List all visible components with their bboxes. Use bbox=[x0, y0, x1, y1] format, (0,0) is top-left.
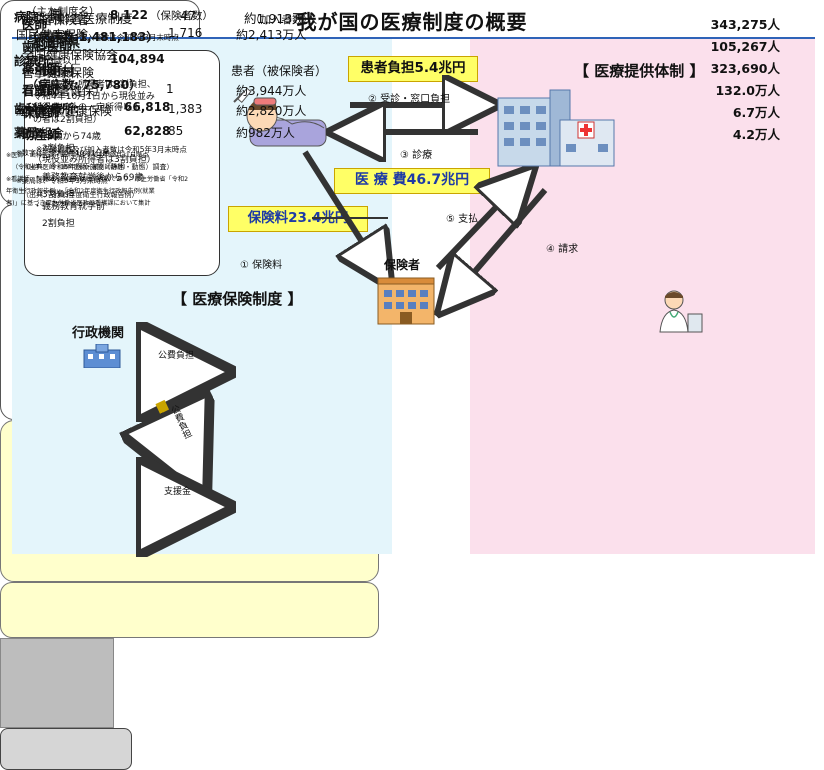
doctor-icon bbox=[659, 290, 703, 333]
gov-prefecture: 都道府県 bbox=[31, 36, 80, 50]
copay-line: （現役並み所得者は3割負担、 bbox=[33, 80, 156, 90]
copay-line: 1割負担 bbox=[33, 68, 75, 79]
claim-label: ④ 請求 bbox=[546, 244, 579, 255]
insurers-box: 各保険者 bbox=[0, 13, 132, 770]
hospital-value: 8,122 bbox=[110, 8, 148, 22]
plan-count: 1,383 bbox=[168, 102, 203, 116]
clinic-value: 104,894 bbox=[110, 52, 165, 66]
provider-section-title: 【 医療提供体制 】 bbox=[574, 62, 705, 80]
copay-line: 所得者以外の一定所得以上 bbox=[33, 103, 142, 113]
pharmacy-value: 62,828 bbox=[124, 124, 171, 138]
plans-header-count: （保険者数） bbox=[150, 10, 213, 22]
plan-members: 約982万人 bbox=[236, 126, 295, 140]
gov-box: 国 都道府県 市町村 bbox=[0, 8, 114, 728]
insurers-label: 各保険者 bbox=[40, 13, 89, 27]
copay-rates-box: ・75歳以上 1割負担（現役並み所得者は3割負担、令和4年10月1日から現役並み… bbox=[24, 50, 220, 276]
copay-line: 令和4年10月1日から現役並み bbox=[33, 91, 155, 102]
title-underline bbox=[12, 37, 815, 39]
clinic-beds: （病床数: 75,780） bbox=[26, 78, 142, 92]
plan-count: 1 bbox=[166, 82, 174, 96]
insurer-building-icon bbox=[377, 277, 435, 325]
staff-note: （令和4年 医師・歯科医師・薬剤師統計） bbox=[12, 164, 130, 171]
late-elderly-count: 47 bbox=[180, 8, 196, 23]
copay-line: ・義務教育就学後から69歳 bbox=[33, 172, 144, 183]
copay-line: 2割負担 bbox=[33, 143, 75, 154]
medical-cost-box: 医 療 費46.7兆円 bbox=[334, 168, 490, 194]
plans-note: ※保険者数及び加入者数は令和5年3月末時点 bbox=[36, 145, 187, 154]
late-elderly-members: 約1,913万人 bbox=[244, 11, 318, 26]
plan-name: 管掌健康保険 bbox=[22, 66, 95, 80]
plan-name: 共済組合 bbox=[16, 126, 65, 140]
copay-line: の者は2割負担） bbox=[33, 114, 102, 125]
staff-note: 年衛生行政報告例」、「令和2年度衛生行政報告例(就業 bbox=[6, 188, 155, 195]
page-title: 我が国の医療制度の概要 bbox=[296, 10, 528, 34]
insurer-label: 保険者 bbox=[384, 258, 421, 272]
staff-note: ※看護師・保健師・助産師は就業者数であり、厚生労働省「令和2 bbox=[6, 176, 189, 183]
staff-label: 薬剤師 bbox=[22, 61, 60, 76]
staff-label: 看護師 bbox=[22, 83, 60, 98]
provider-note: （出典：令和5年度衛生行政報告例） bbox=[22, 191, 139, 199]
plans-header-name: （主な制度名） bbox=[26, 6, 100, 18]
plan-members: 約2,413万人 bbox=[236, 28, 307, 42]
copay-line: ・義務教育就学前 bbox=[33, 201, 106, 212]
staff-label: 歯科医師 bbox=[22, 39, 73, 54]
claim-arrow bbox=[452, 188, 548, 298]
premium-flow-label: ① 保険料 bbox=[240, 260, 283, 271]
premium-arrow bbox=[302, 150, 380, 270]
treatment-label: ③ 診療 bbox=[400, 150, 433, 161]
dental-label: 歯科診療所: bbox=[14, 102, 79, 116]
plan-name: 全国健康保険協会 bbox=[22, 48, 119, 62]
staff-label: 助産師 bbox=[22, 127, 60, 142]
plan-name: 組合管掌健康保険 bbox=[16, 104, 113, 118]
staff-label: 医師 bbox=[22, 17, 48, 32]
pharmacy-label: 薬局: bbox=[14, 126, 43, 140]
copay-line: 2割負担 bbox=[33, 219, 75, 229]
clinic-label: 診療所: bbox=[14, 54, 55, 68]
plan-count: 1,716 bbox=[168, 26, 203, 40]
late-elderly-plan-box: 後期高齢者医療制度 47 約1,913万人 ※保険者数及び加入者数は令和5年3月… bbox=[0, 8, 379, 638]
staff-note: ※医師・歯科医師・薬剤師は令和4年12月31日時点 bbox=[6, 152, 149, 159]
plan-members: 約3,944万人 bbox=[236, 84, 307, 98]
plan-name: （旧政管健保） bbox=[22, 84, 107, 98]
gov-title: 行政機関 bbox=[72, 326, 125, 341]
insurance-section-title: 【 医療保険制度 】 bbox=[172, 290, 303, 308]
staff-value: 105,267人 bbox=[710, 39, 780, 54]
plan-count: 85 bbox=[168, 124, 184, 138]
hospital-building-icon bbox=[497, 89, 615, 167]
staff-value: 6.7万人 bbox=[732, 105, 780, 120]
payment-label: ⑤ 支払 bbox=[446, 214, 479, 225]
public-burden-late-arrow bbox=[160, 402, 190, 466]
staff-note: 者)」に基づき厚生労働省医政局看護課において集計 bbox=[6, 200, 151, 207]
payment-arrow bbox=[435, 182, 520, 271]
staff-value: 4.2万人 bbox=[732, 127, 780, 142]
copay-line: 3割負担 bbox=[33, 190, 75, 200]
copay-line: （現役並み所得者は3割負担） bbox=[33, 155, 156, 165]
flow-arrows bbox=[0, 0, 548, 558]
dental-value: 66,818 bbox=[124, 100, 171, 114]
support-fund-label: 支援金 bbox=[164, 487, 192, 497]
plan-name: 国民健康保険 bbox=[16, 28, 89, 42]
gov-municipality: 市町村 bbox=[37, 64, 74, 78]
patient-label: 患者（被保険者） bbox=[231, 64, 328, 78]
provider-note: ※薬局は、令和5年3月末時点 bbox=[16, 177, 108, 185]
provider-note: （出典：令和5年医療施設（静態・動態）調査） bbox=[22, 163, 174, 171]
hospital-beds: （病床数:1,481,183） bbox=[26, 30, 159, 44]
gov-national: 国 bbox=[49, 8, 62, 22]
late-elderly-note: ※保険者数及び加入者数は令和5年3月末時点 bbox=[28, 33, 179, 42]
staff-value: 323,690人 bbox=[710, 61, 780, 76]
plans-header-members: （加入者数） bbox=[250, 14, 313, 26]
government-building-icon bbox=[83, 344, 121, 368]
late-elderly-name: 後期高齢者医療制度 bbox=[20, 11, 133, 26]
copay-line: ・75歳以上 bbox=[33, 57, 81, 67]
provider-note: ※数字は、令和5年10月1日時点 bbox=[16, 149, 117, 157]
plan-members: 約2,820万人 bbox=[236, 104, 307, 118]
staff-value: 132.0万人 bbox=[715, 83, 780, 98]
public-burden-label: 公費負担 bbox=[158, 351, 195, 361]
staff-value: 343,275人 bbox=[710, 17, 780, 32]
hospital-label: 病院: bbox=[14, 10, 43, 24]
staff-label: 保健師 bbox=[22, 105, 60, 120]
copay-line: ・70歳から74歳 bbox=[33, 132, 101, 142]
visit-label: ② 受診・窓口負担 bbox=[368, 94, 451, 105]
